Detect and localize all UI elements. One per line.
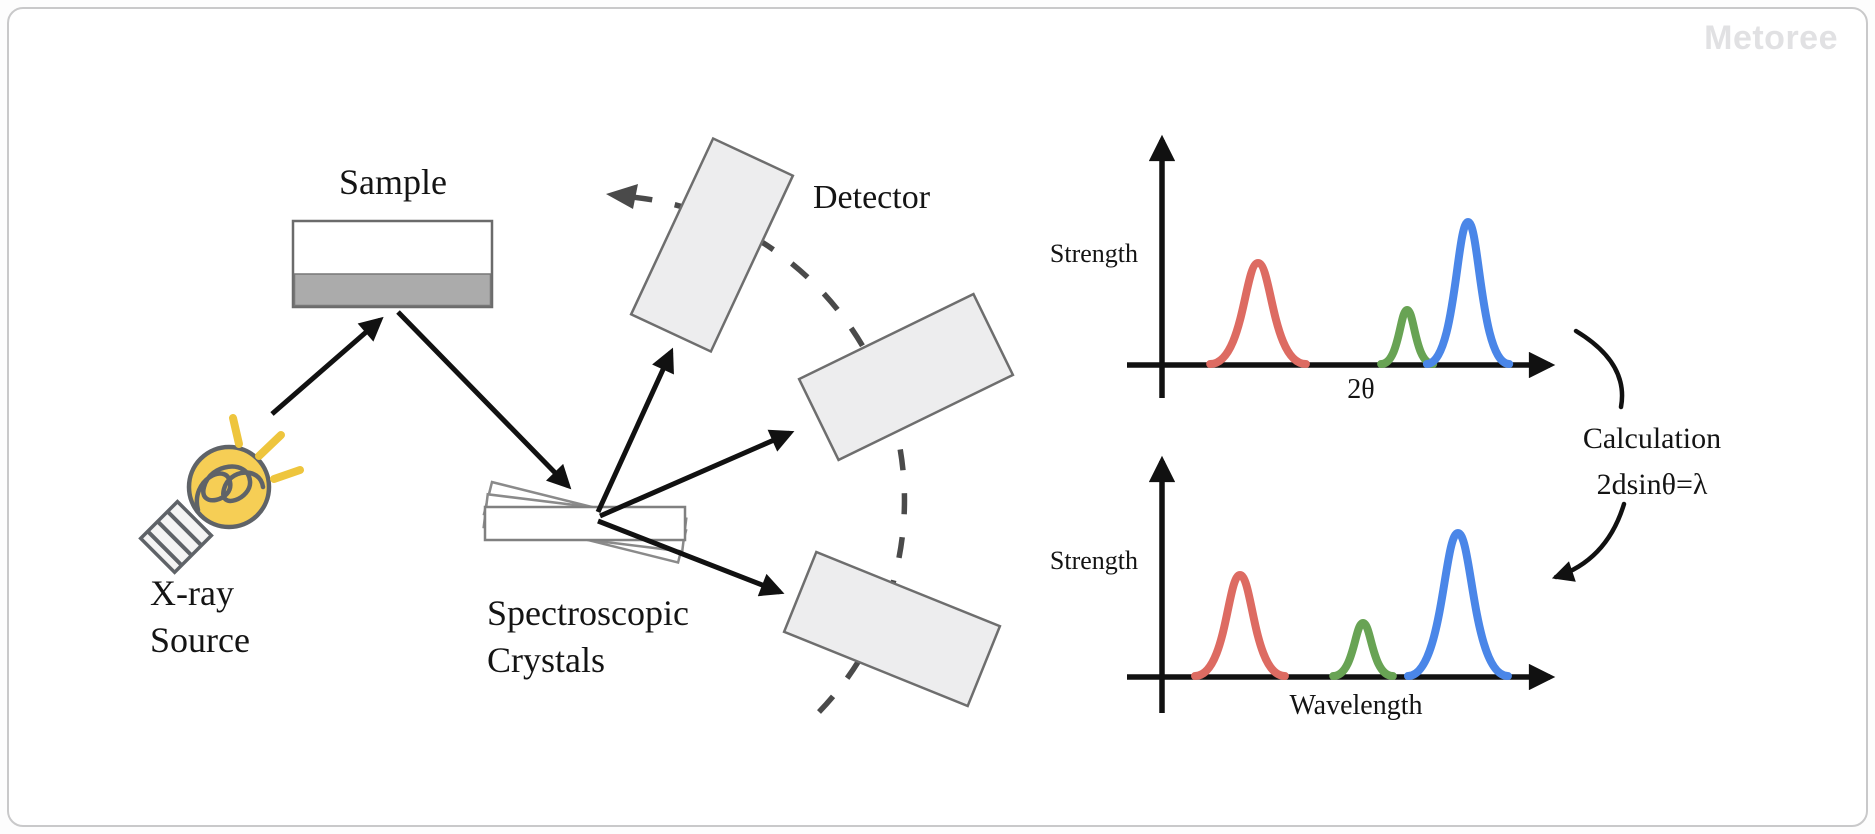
detector-label: Detector: [813, 179, 931, 216]
detector-top: [629, 136, 795, 354]
xlabel-2theta: 2θ: [1347, 374, 1375, 405]
blue-peak: [1422, 217, 1514, 368]
bulb-base: [138, 499, 214, 575]
sample-layer: [293, 273, 492, 307]
ylabel-wavelength: Strength: [1049, 546, 1138, 575]
detector-middle: [797, 292, 1015, 462]
bulb-ray-2: [255, 431, 285, 460]
fluorescence-arrow: [396, 310, 572, 490]
metoree-logo: Metoree: [1704, 19, 1838, 57]
blue-peak: [1403, 528, 1512, 680]
sample-icon: [291, 219, 494, 309]
bulb-filament: [194, 464, 266, 513]
beam-arrows: [270, 310, 795, 597]
crystals-label-line2: Crystals: [487, 640, 606, 680]
calculation-label: Calculation 2dsinθ=λ: [1553, 416, 1751, 508]
bulb-rays-icon: [229, 414, 304, 483]
xray-source-label: X-ray Source: [150, 570, 250, 664]
xray-source-label-line1: X-ray: [150, 573, 234, 613]
crystals-label: Spectroscopic Crystals: [487, 590, 689, 684]
xray-beam-arrow: [270, 316, 384, 416]
sample-label: Sample: [339, 162, 447, 202]
red-peak: [1191, 570, 1289, 680]
calc-arrow-lower: [1551, 501, 1627, 582]
detector-bottom: [782, 550, 1002, 708]
xray-source-label-line2: Source: [150, 620, 250, 660]
calculation-label-line1: Calculation: [1582, 422, 1722, 455]
xray-source-icon: [138, 414, 304, 575]
red-peak: [1206, 258, 1310, 368]
crystals-label-line1: Spectroscopic: [487, 593, 689, 633]
diffracted-arrow-bottom: [597, 518, 785, 597]
bulb-ray-1: [229, 414, 243, 448]
diffracted-arrow-middle: [598, 429, 795, 519]
spectrum-peaks-wavelength: [1191, 528, 1512, 680]
diffracted-arrow-top: [595, 347, 674, 514]
rotation-arrowhead-icon: [606, 184, 638, 209]
green-peak: [1329, 618, 1397, 680]
calculation-formula: 2dsinθ=λ: [1596, 468, 1708, 501]
spectrum-peaks-2theta: [1206, 217, 1514, 368]
green-peak: [1377, 305, 1438, 368]
crystal-main: [483, 505, 687, 542]
calc-arrow-upper: [1573, 328, 1625, 410]
chart-2theta-axes: [1127, 134, 1556, 398]
ylabel-2theta: Strength: [1049, 239, 1138, 268]
xlabel-wavelength: Wavelength: [1289, 690, 1423, 721]
bulb-ray-3: [270, 466, 304, 483]
